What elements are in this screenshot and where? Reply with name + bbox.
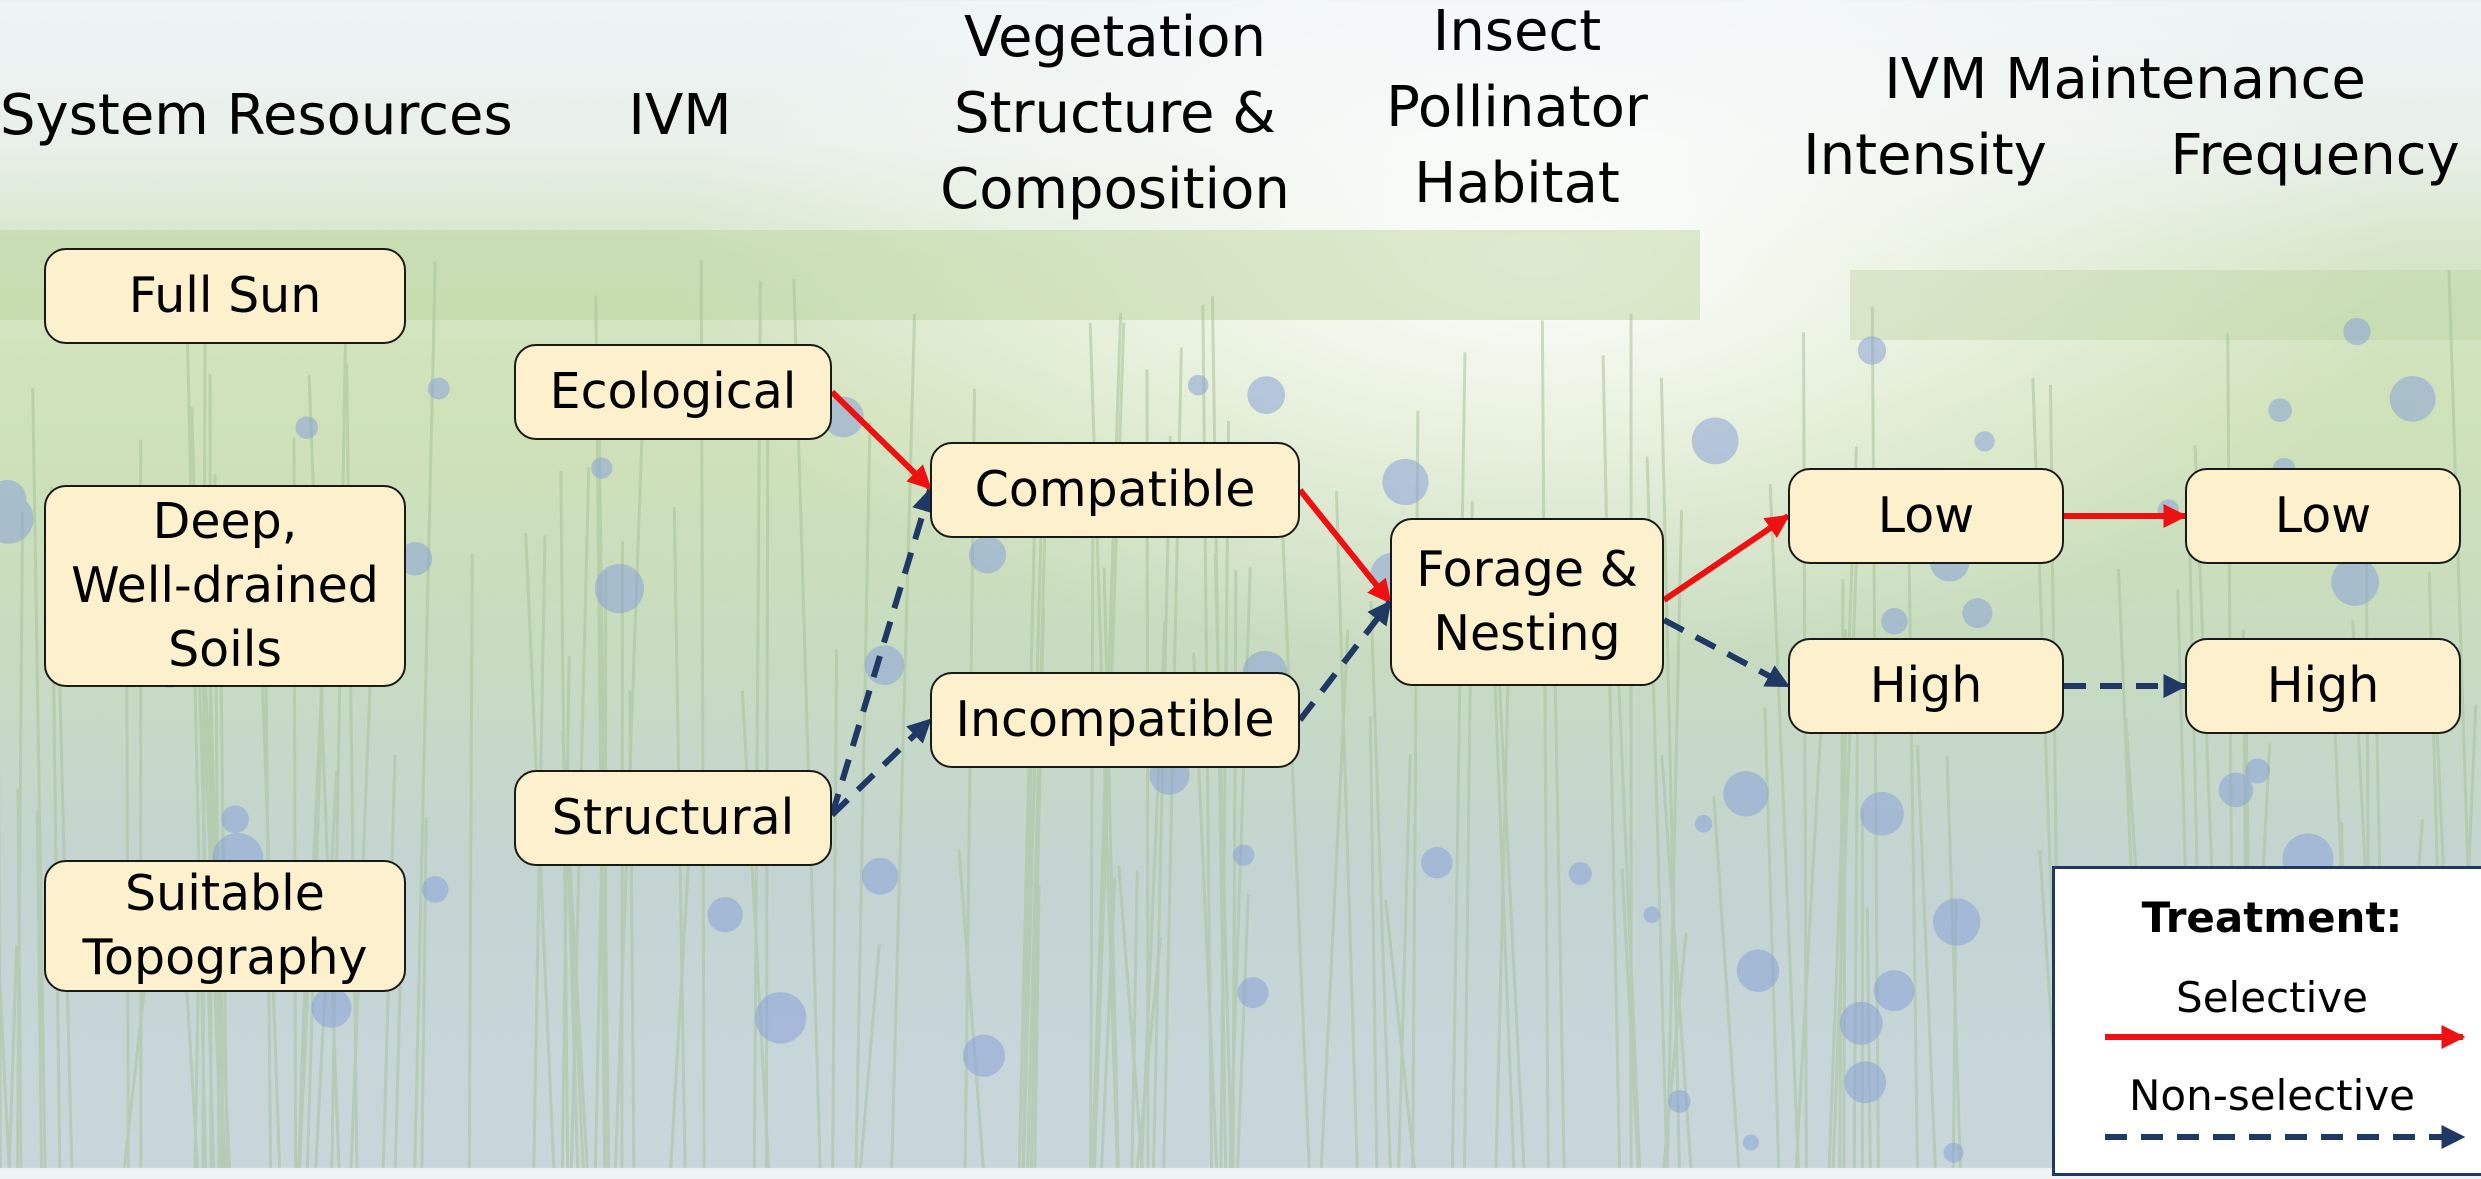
node-deep-well-drained-soils: Deep, Well-drained Soils: [44, 485, 406, 687]
header-vegetation-line2: Structure &: [915, 76, 1315, 152]
header-system-resources: System Resources: [0, 78, 490, 154]
arrow-forage-to-intensity-low: [1664, 516, 1788, 600]
node-intensity-low: Low: [1788, 468, 2064, 564]
arrow-compatible-to-forage: [1300, 490, 1390, 602]
node-frequency-high: High: [2185, 638, 2461, 734]
header-pollinator-line1: Insect: [1352, 0, 1682, 70]
header-ivm-maintenance: IVM Maintenance: [1780, 42, 2470, 118]
node-frequency-low: Low: [2185, 468, 2461, 564]
arrow-forage-to-intensity-high: [1664, 620, 1788, 686]
node-intensity-high: High: [1788, 638, 2064, 734]
header-vegetation-line3: Composition: [915, 152, 1315, 228]
arrow-ecological-to-compatible: [832, 392, 930, 488]
header-pollinator-line3: Habitat: [1352, 146, 1682, 222]
arrow-incompatible-to-forage: [1300, 602, 1390, 720]
header-pollinator-line2: Pollinator: [1352, 70, 1682, 146]
header-intensity: Intensity: [1780, 118, 2070, 194]
node-structural: Structural: [514, 770, 832, 866]
header-ivm: IVM: [580, 78, 780, 154]
node-full-sun: Full Sun: [44, 248, 406, 344]
header-frequency: Frequency: [2150, 118, 2480, 194]
arrow-structural-to-compatible: [832, 490, 930, 815]
node-suitable-topography: Suitable Topography: [44, 860, 406, 992]
node-ecological: Ecological: [514, 344, 832, 440]
header-vegetation-line1: Vegetation: [915, 0, 1315, 76]
node-compatible: Compatible: [930, 442, 1300, 538]
treatment-legend: Treatment: Selective Non-selective: [2052, 866, 2481, 1176]
node-incompatible: Incompatible: [930, 672, 1300, 768]
legend-swatches: [2055, 869, 2481, 1179]
node-forage-nesting: Forage & Nesting: [1390, 518, 1664, 686]
